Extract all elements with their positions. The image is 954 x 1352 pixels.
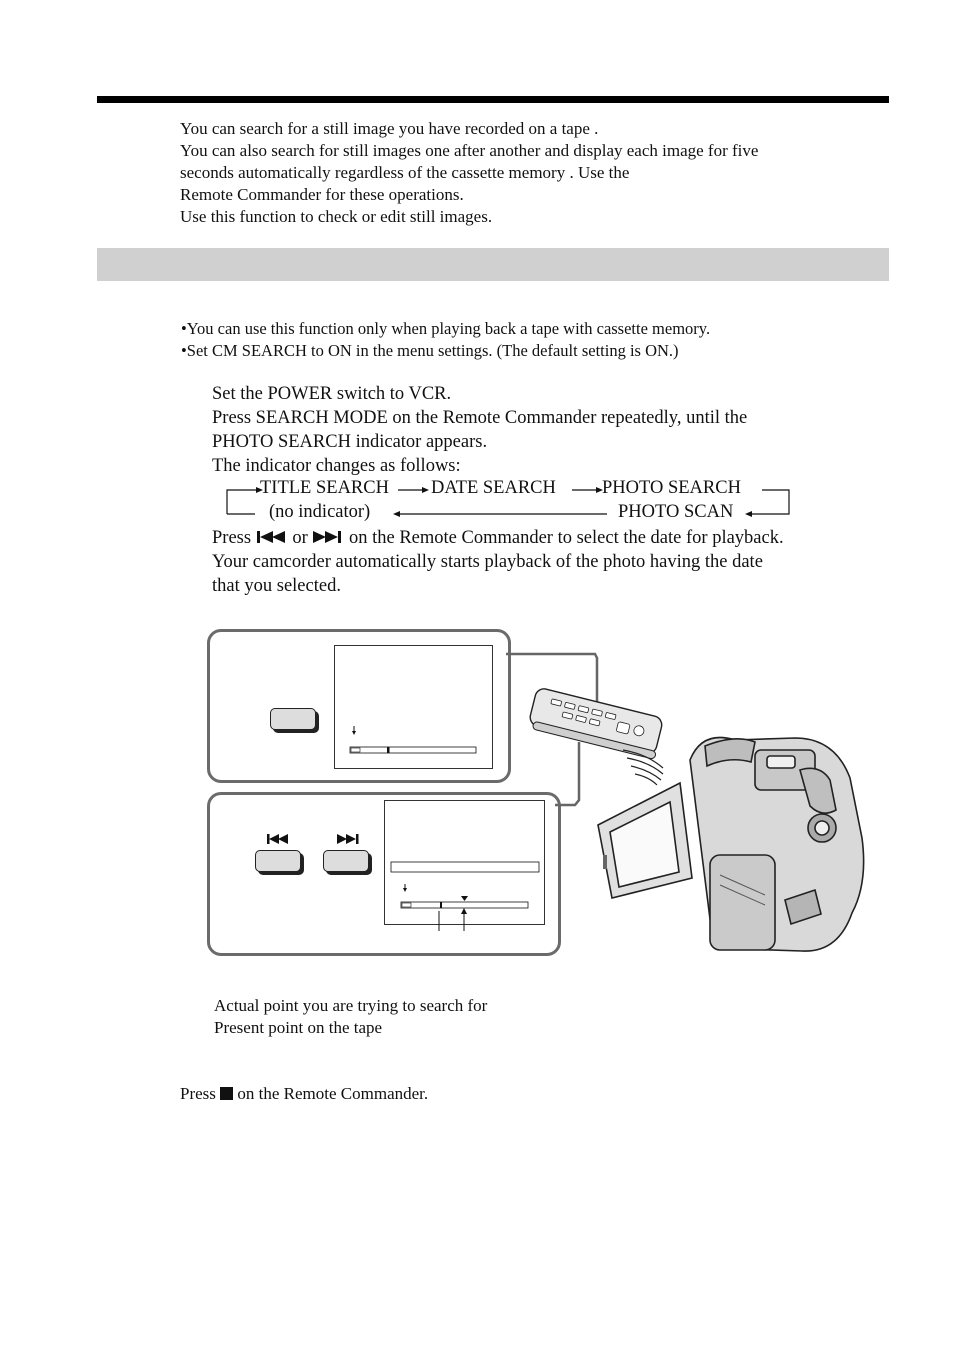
step-3-before: Press [212,528,252,548]
note-text: You can use this function only when play… [186,319,711,338]
subsection-heading-bar [97,248,889,281]
screen-2-graphics [390,861,540,909]
steps-list: Set the POWER switch to VCR. Press SEARC… [212,382,747,478]
intro-line: You can also search for still images one… [180,141,759,160]
stop-square-icon [220,1087,234,1100]
previous-track-icon [256,531,285,543]
seq-date-search: DATE SEARCH [431,478,556,498]
step-2-text-a: Press SEARCH MODE on the Remote Commande… [212,408,748,428]
note-item: •Set CM SEARCH to ON in the menu setting… [181,341,679,360]
seq-title-search: TITLE SEARCH [260,478,389,498]
next-track-icon [313,531,342,543]
intro-paragraph: You can search for a still image you hav… [180,118,870,228]
position-pointers [438,908,467,931]
camcorder-lcd-panel [597,781,693,899]
lcd-screen-1 [334,645,493,769]
note-text: Set CM SEARCH to ON in the menu settings… [186,341,679,360]
stop-instruction: Press on the Remote Commander. [180,1084,428,1104]
step-2-text-c: The indicator changes as follows: [212,456,461,476]
lcd-screen-2 [384,800,545,925]
step-1-text: Set the POWER switch to VCR. [212,384,452,404]
stop-text-after: on the Remote Commander. [237,1084,429,1103]
intro-line: Remote Commander for these operations. [180,185,464,204]
search-mode-button[interactable] [270,708,316,730]
intro-line: Use this function to check or edit still… [180,207,493,226]
intro-line: You can search for a still image you hav… [180,119,599,138]
step-3-text-c: that you selected. [212,576,341,596]
seq-no-indicator: (no indicator) [269,502,371,522]
legend-item-2: Present point on the tape [214,1018,383,1037]
step-3-after: on the Remote Commander to select the da… [348,528,784,548]
step-3-text: Press or on the Remote Commander to sele… [212,526,784,598]
next-track-icon [337,834,359,844]
legend-item-1: Actual point you are trying to search fo… [214,996,488,1015]
note-item: •You can use this function only when pla… [181,319,711,338]
camcorder-body [689,736,865,952]
stop-text-before: Press [180,1084,216,1103]
step-3-text-b: Your camcorder automatically starts play… [212,552,763,572]
screen-1-graphics [349,726,477,754]
indicator-sequence-arrows [226,487,790,517]
section-header-rule [97,96,889,103]
pointer-legend: Actual point you are trying to search fo… [214,995,487,1039]
seq-photo-scan: PHOTO SCAN [618,502,734,522]
step-3-or: or [292,528,308,548]
intro-line: seconds automatically regardless of the … [180,163,630,182]
previous-button[interactable] [255,850,301,872]
seq-photo-search: PHOTO SEARCH [602,478,741,498]
remote-and-camcorder-illustration [506,652,865,952]
next-button[interactable] [323,850,369,872]
notes-list: •You can use this function only when pla… [181,318,710,362]
previous-track-icon [267,834,288,844]
remote-commander [529,688,663,760]
step-2-text-b: PHOTO SEARCH indicator appears. [212,432,488,452]
